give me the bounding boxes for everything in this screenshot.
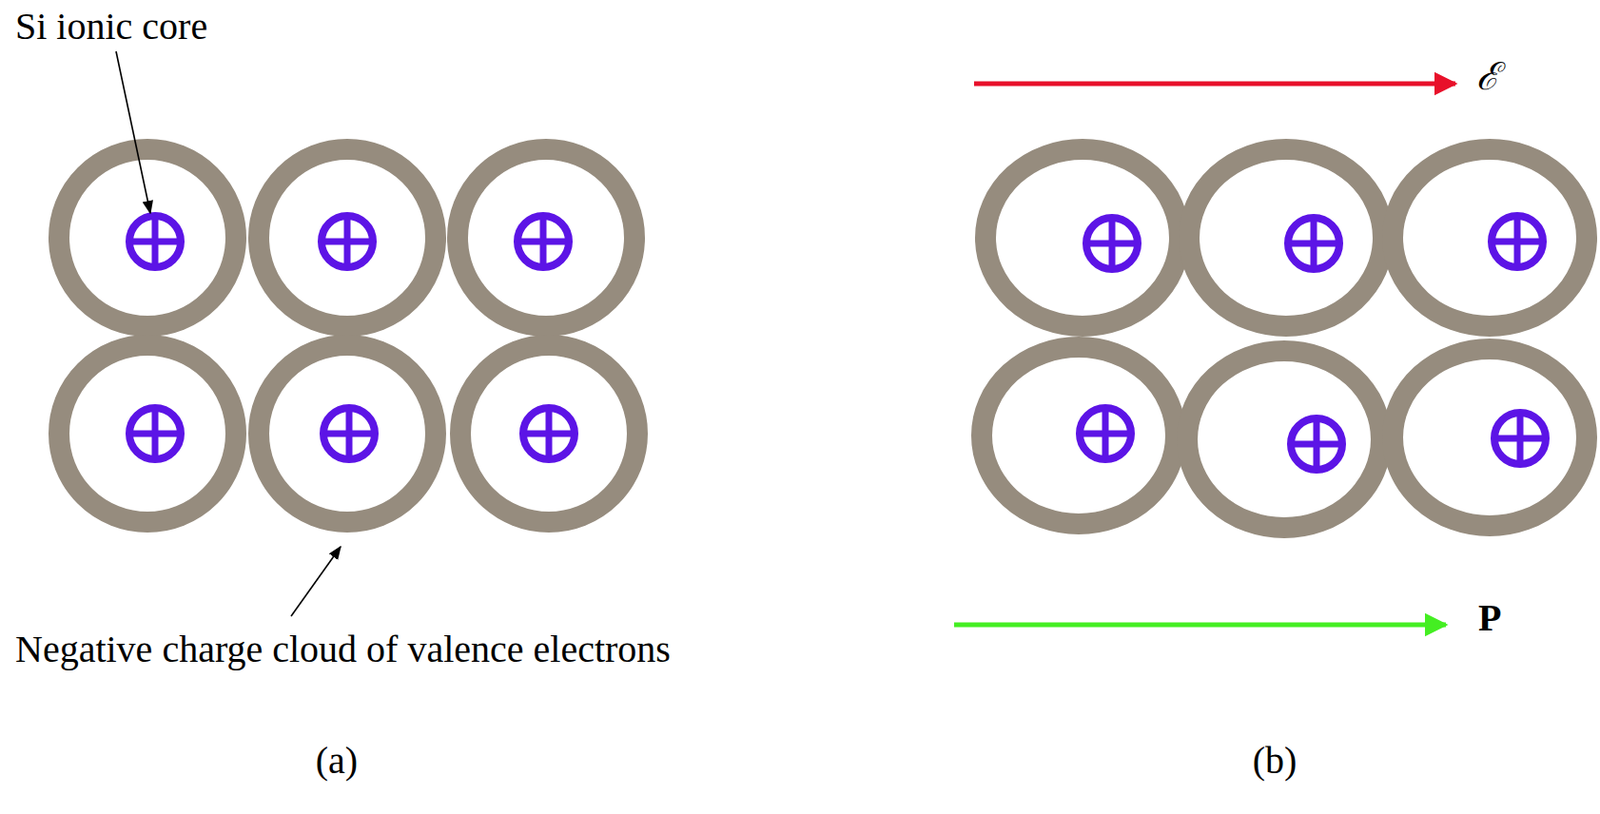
ionic-core (129, 408, 181, 460)
electron-cloud (460, 345, 638, 523)
ionic-core (1491, 215, 1543, 268)
ionic-cores-b (1079, 215, 1546, 470)
field-arrow (974, 81, 1456, 87)
ionic-cores-a (129, 215, 575, 460)
ionic-core (1290, 418, 1343, 470)
polarization-symbol: P (1478, 595, 1502, 642)
ionic-core (517, 215, 569, 268)
ionic-core (1086, 217, 1138, 270)
ionic-core (129, 215, 181, 268)
electron-cloud (1392, 149, 1587, 327)
electron-cloud (258, 149, 436, 327)
panel-label: (b) (1252, 738, 1298, 784)
ionic-core (1079, 408, 1132, 460)
panel-label: (a) (315, 738, 358, 784)
electron-clouds-a (58, 149, 638, 523)
ionic-core (1494, 412, 1546, 465)
electron-cloud (1189, 149, 1384, 327)
leader-line (116, 51, 151, 214)
ionic-core (1287, 217, 1340, 270)
part-label: Negative charge cloud of valence electro… (15, 619, 672, 681)
ionic-core (523, 408, 575, 460)
electron-cloud (1392, 349, 1587, 527)
part-label: Si ionic core (15, 3, 208, 50)
field-symbol: ℰ (1476, 53, 1500, 99)
electron-cloud (58, 345, 236, 523)
electron-cloud (457, 149, 635, 327)
electron-cloud (981, 347, 1176, 525)
electron-cloud (985, 149, 1180, 327)
leader-line (291, 546, 341, 617)
electron-cloud (258, 345, 436, 523)
ionic-core (323, 408, 375, 460)
electron-cloud (58, 149, 236, 327)
electron-clouds-b (981, 149, 1587, 528)
ionic-core (321, 215, 373, 268)
electron-cloud (1187, 351, 1382, 528)
polarization-arrow (954, 623, 1446, 628)
